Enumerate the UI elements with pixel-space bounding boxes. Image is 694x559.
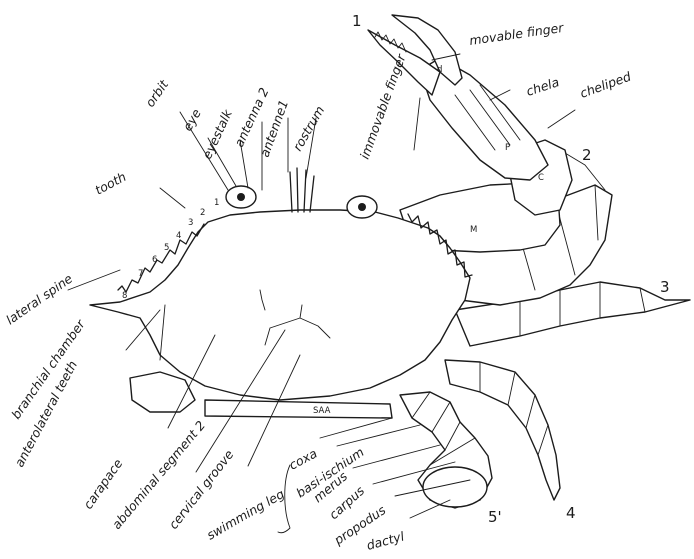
cheliped [368, 15, 572, 252]
label-rostrum: rostrum [290, 103, 328, 153]
chela-letter-c: C [538, 173, 544, 183]
label-movable-finger: movable finger [468, 20, 565, 48]
tooth-number-4: 4 [176, 231, 181, 241]
label-dactyl: dactyl [365, 528, 406, 553]
artist-signature: SAA [313, 406, 331, 416]
label-chela: chela [524, 74, 561, 99]
label-orbit: orbit [142, 76, 172, 109]
label-abdominal-segment-2: abdominal segment 2 [109, 418, 208, 532]
tooth-number-1: 1 [214, 198, 219, 208]
left-leg-stubs [130, 372, 195, 412]
label-number-3: 3 [660, 278, 670, 296]
chela-letter-p: P [505, 143, 510, 153]
label-swimming-leg: swimming leg [204, 486, 287, 543]
label-carapace: carapace [80, 456, 125, 512]
label-tooth: tooth [92, 169, 128, 198]
label-eye: eye [180, 106, 205, 133]
tooth-number-3: 3 [188, 218, 193, 228]
label-cheliped: cheliped [578, 69, 633, 101]
tooth-number-6: 6 [152, 255, 157, 265]
label-number-1: 1 [352, 12, 362, 30]
chela-letter-d: d [437, 65, 442, 75]
label-immovable-finger: immovable finger [357, 51, 409, 161]
label-number-5: 5' [488, 508, 502, 526]
tooth-number-5: 5 [164, 243, 169, 253]
label-number-4: 4 [566, 504, 576, 522]
label-lateral-spine: lateral spine [3, 271, 75, 328]
tooth-number-8: 8 [122, 291, 127, 301]
swimming-leg-5 [400, 392, 492, 508]
chela-letter-m: M [470, 225, 477, 235]
tooth-number-2: 2 [200, 208, 205, 218]
tooth-number-7: 7 [138, 269, 143, 279]
label-coxa: coxa [286, 446, 319, 473]
label-number-2: 2 [582, 146, 592, 164]
